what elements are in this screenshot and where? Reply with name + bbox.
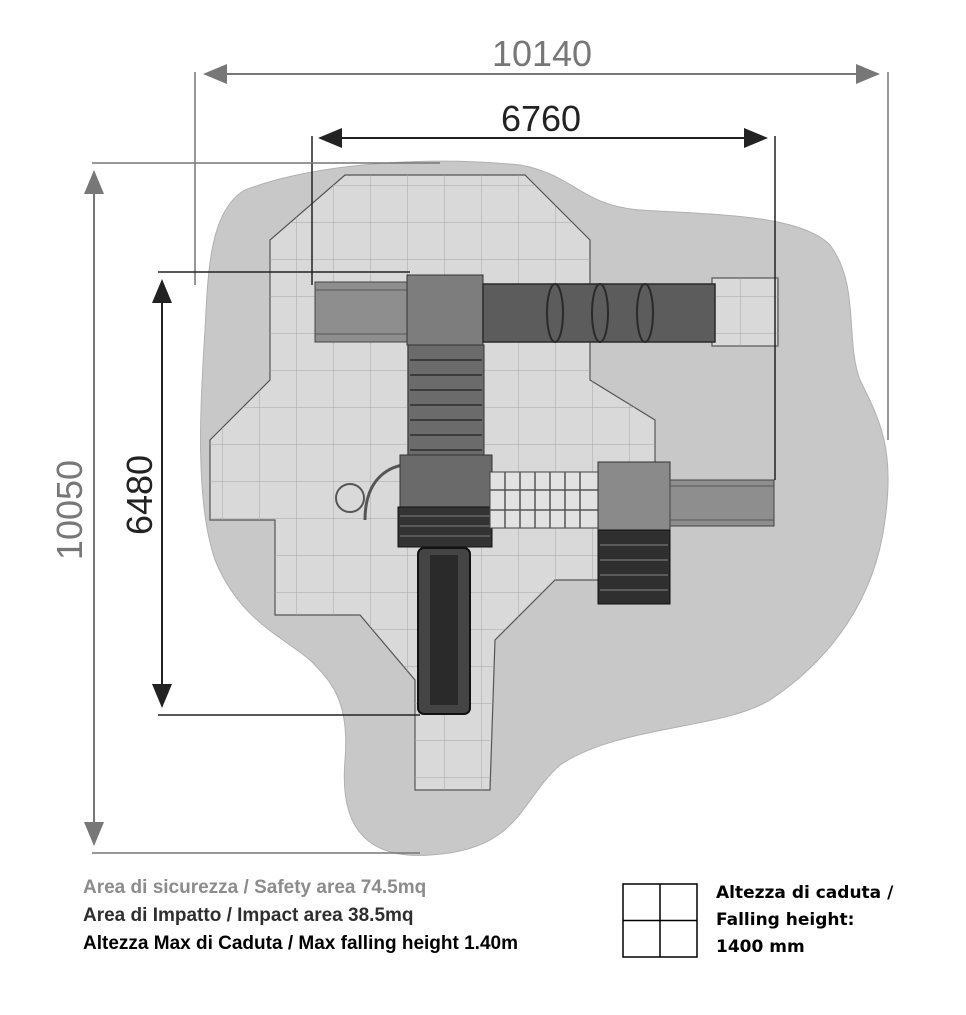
- falling-height-line1: Altezza di caduta /: [716, 883, 894, 903]
- net-bridge: [489, 471, 601, 529]
- dimension-play-width-label: 6760: [501, 98, 581, 139]
- grid-symbol-icon: [622, 883, 698, 958]
- dimension-overall-width-label: 10140: [492, 33, 592, 74]
- ladder-left: [314, 281, 408, 343]
- safety-area-label: Area di sicurezza / Safety area 74.5mq: [83, 877, 427, 898]
- dimension-play-depth: 6480: [119, 271, 420, 716]
- tower-right: [597, 461, 775, 605]
- area-legend: Area di sicurezza / Safety area 74.5mq A…: [83, 874, 518, 958]
- tube-slide: [482, 283, 716, 343]
- max-falling-height-label: Altezza Max di Caduta / Max falling heig…: [83, 933, 518, 954]
- falling-height-line2: Falling height:: [716, 910, 855, 930]
- dimension-play-width: 6760: [311, 98, 776, 480]
- playground-plan: 10140 6760 10050 6480: [49, 33, 889, 856]
- tower-main: [406, 274, 485, 458]
- falling-height-line3: 1400 mm: [716, 937, 805, 957]
- straight-slide: [417, 547, 471, 715]
- impact-area-label: Area di Impatto / Impact area 38.5mq: [83, 905, 414, 926]
- dimension-overall-width: 10140: [194, 33, 889, 440]
- tower-center: [335, 454, 493, 548]
- dimension-overall-depth: 10050: [49, 162, 440, 854]
- falling-height-note: Altezza di caduta / Falling height: 1400…: [716, 880, 893, 961]
- dimension-overall-depth-label: 10050: [49, 460, 90, 560]
- dimension-play-depth-label: 6480: [119, 455, 160, 535]
